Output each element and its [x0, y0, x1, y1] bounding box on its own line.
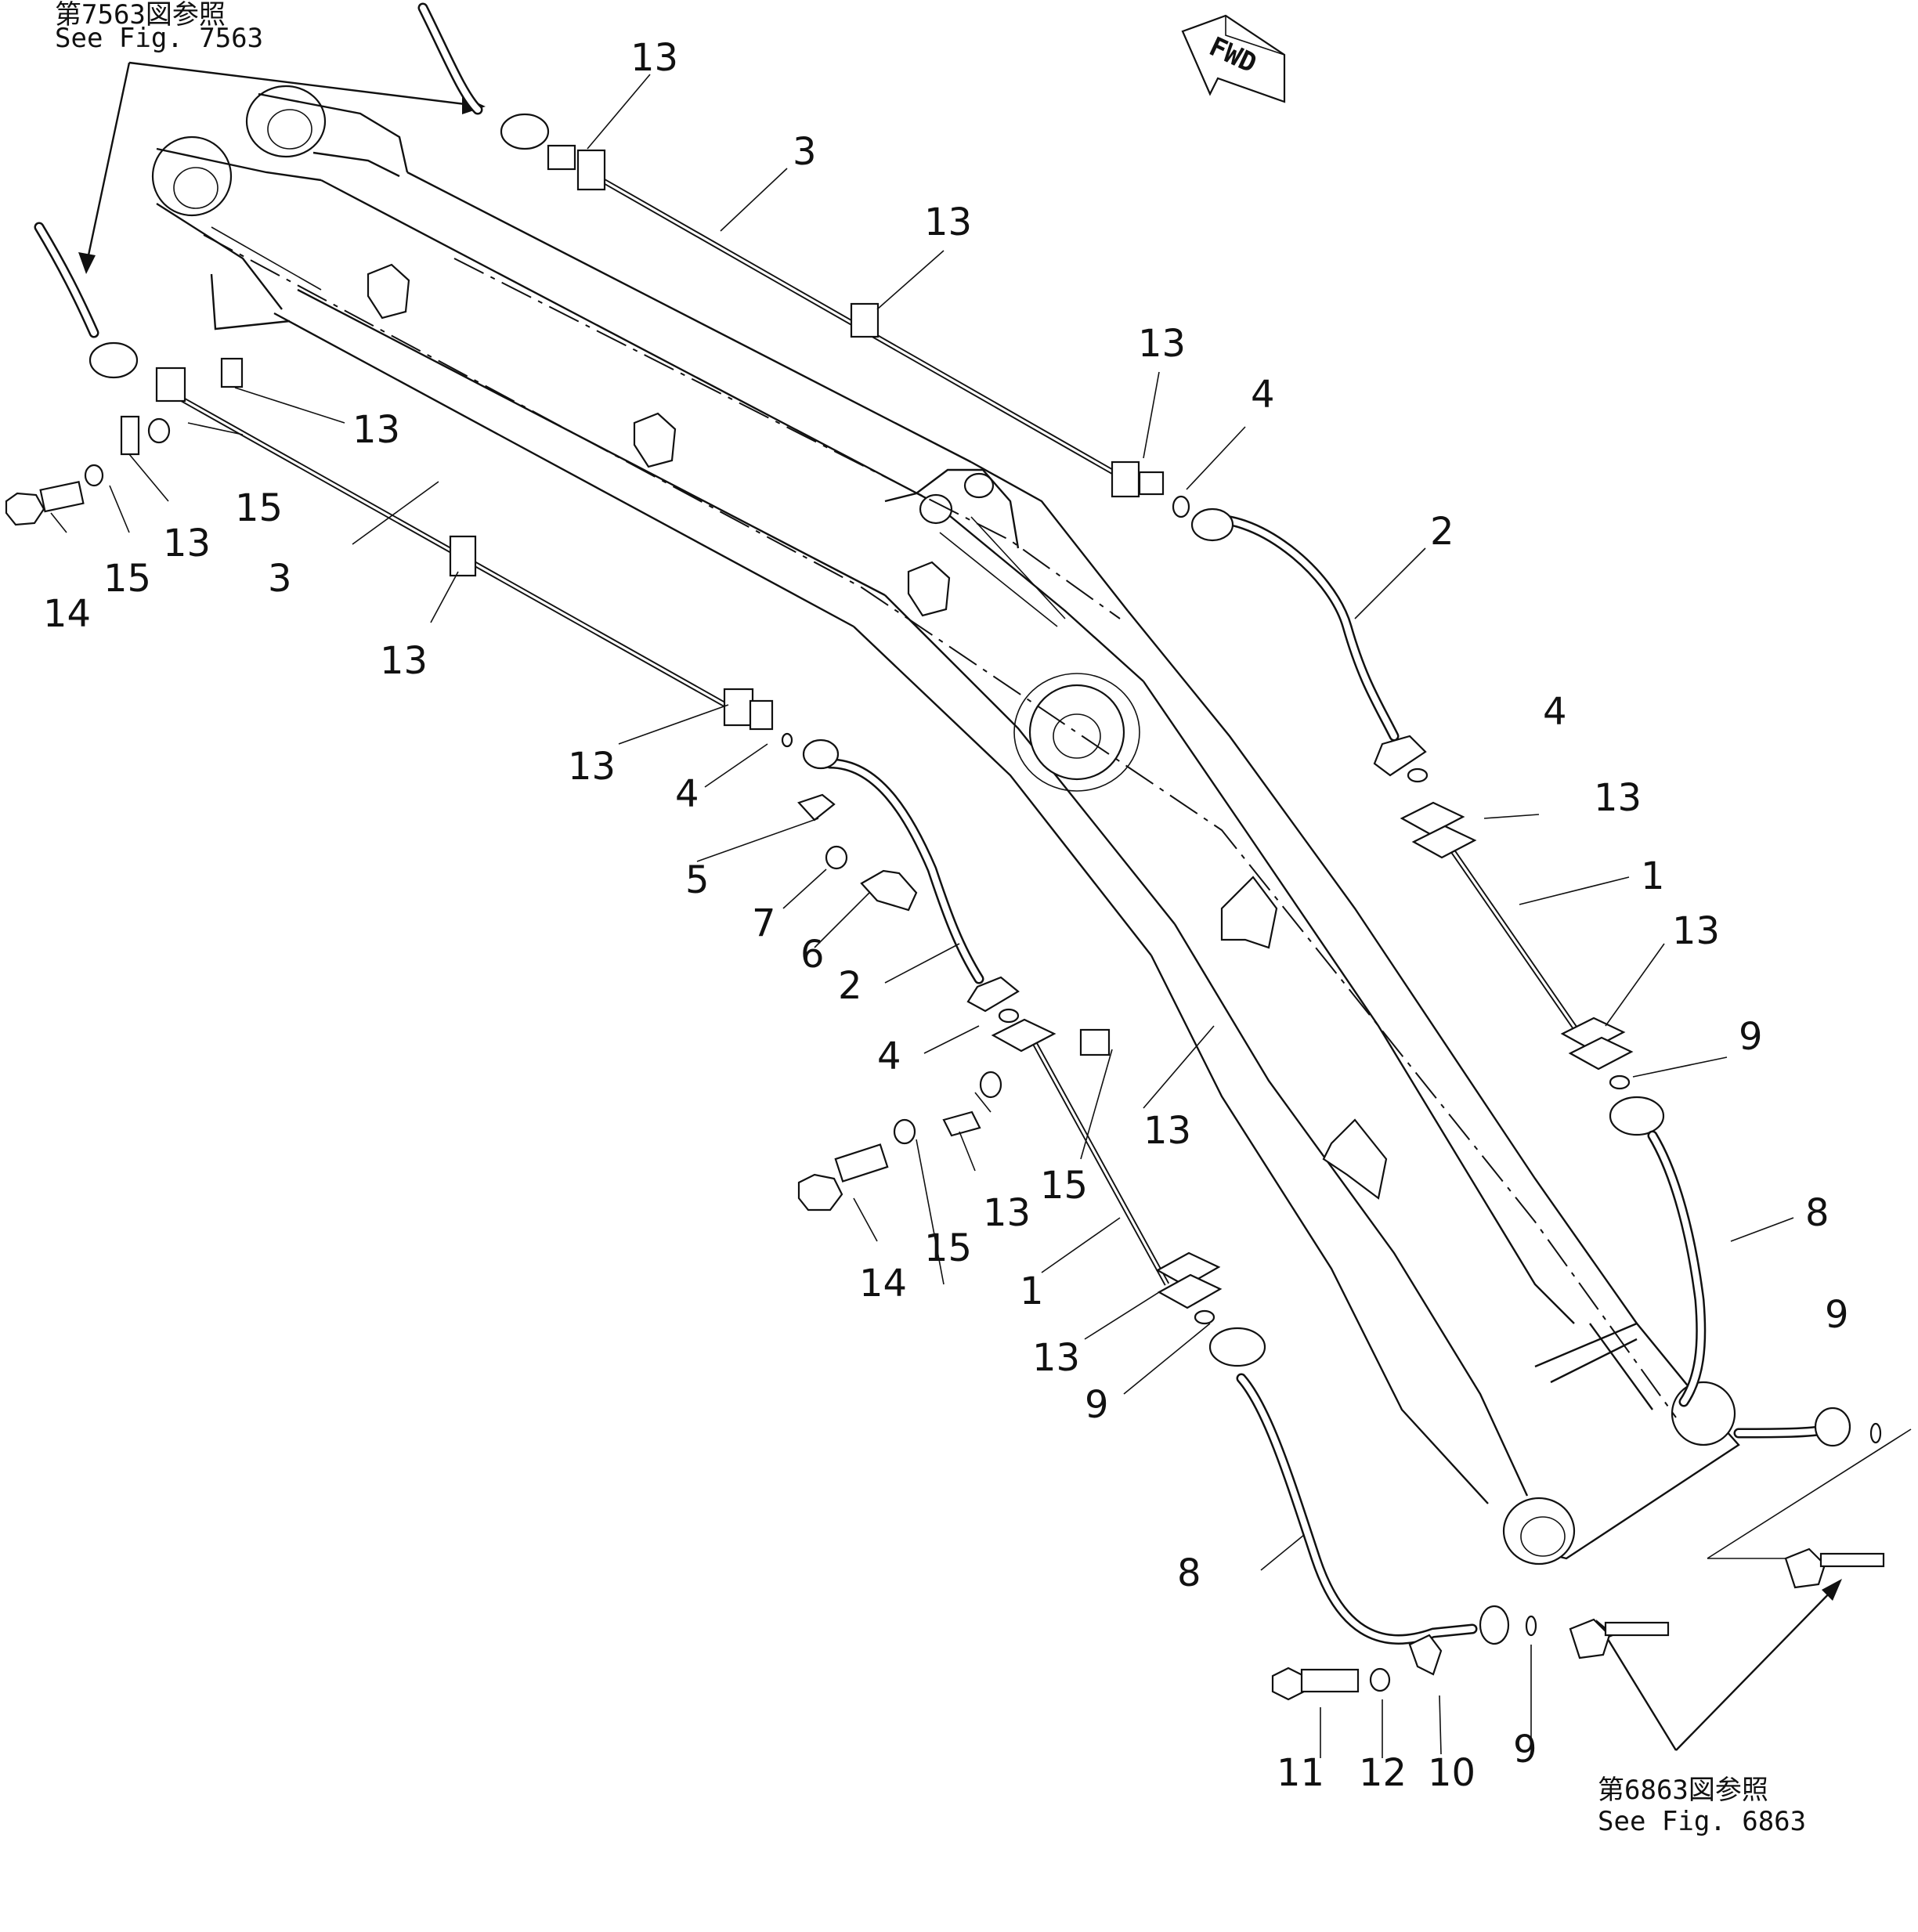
callout-12: 12 — [1359, 1751, 1407, 1795]
callout-3: 3 — [268, 557, 292, 601]
callout-15: 15 — [924, 1226, 972, 1270]
upper-hose-8 — [1609, 1096, 1882, 1447]
callout-13: 13 — [1143, 1109, 1191, 1153]
callout-11: 11 — [1277, 1751, 1324, 1795]
callout-5: 5 — [685, 858, 710, 902]
callout-9: 9 — [1513, 1728, 1537, 1771]
callout-13: 13 — [380, 639, 428, 683]
lower-pipe-1 — [893, 1008, 1223, 1325]
callout-13: 13 — [568, 745, 616, 789]
fitting-6863-parts — [1569, 1428, 1912, 1659]
callout-15: 15 — [1040, 1164, 1088, 1208]
callout-4: 4 — [1251, 373, 1275, 417]
callout-15: 15 — [235, 486, 283, 530]
callout-8: 8 — [1805, 1191, 1830, 1235]
lower-bolt-14b — [797, 1143, 889, 1212]
callout-10: 10 — [1428, 1751, 1476, 1795]
upper-pipe-3 — [547, 144, 1165, 498]
callout-14: 14 — [43, 592, 91, 636]
callout-13: 13 — [983, 1191, 1031, 1235]
reference-arrows — [78, 61, 1842, 1751]
lower-hose-8 — [1208, 1327, 1537, 1701]
fig-ref-7563-jp: 第7563図参照 — [55, 0, 226, 31]
upper-hose-2 — [1172, 495, 1427, 777]
callout-2: 2 — [838, 964, 862, 1008]
callout-13: 13 — [630, 36, 678, 80]
callout-2: 2 — [1430, 510, 1454, 554]
callout-4: 4 — [877, 1035, 901, 1078]
callout-13: 13 — [163, 522, 211, 565]
lower-bolt-14a — [5, 464, 104, 526]
upper-hose-ends — [34, 2, 550, 379]
callout-13: 13 — [1138, 322, 1186, 366]
leader-lines — [50, 74, 1794, 1758]
callout-13: 13 — [1594, 776, 1642, 820]
callout-1: 1 — [1641, 854, 1665, 898]
callout-13: 13 — [1672, 909, 1720, 953]
callout-7: 7 — [752, 901, 776, 945]
callout-6: 6 — [800, 933, 825, 977]
boom-clamp-tabs — [367, 263, 1388, 1200]
callout-8: 8 — [1177, 1551, 1201, 1595]
callout-15: 15 — [103, 557, 151, 601]
callout-3: 3 — [793, 130, 817, 174]
callout-9: 9 — [1739, 1015, 1763, 1059]
upper-pipe-1 — [1400, 767, 1634, 1090]
lower-pipe-3 — [120, 357, 774, 731]
callout-9: 9 — [1825, 1293, 1849, 1337]
fig-ref-7563-en: See Fig. 7563 — [55, 23, 263, 54]
lower-hose-2 — [781, 732, 1020, 1013]
callout-9: 9 — [1085, 1383, 1109, 1427]
fig-ref-6863-en: See Fig. 6863 — [1598, 1806, 1806, 1837]
callout-4: 4 — [675, 772, 699, 816]
callout-13: 13 — [1032, 1336, 1080, 1380]
callout-14: 14 — [859, 1262, 907, 1305]
fig-ref-6863-jp: 第6863図参照 — [1598, 1775, 1768, 1806]
callout-numbers: 13 3 13 13 4 2 13 15 13 15 14 3 13 13 4 … — [43, 36, 1849, 1795]
callout-4: 4 — [1543, 690, 1567, 734]
fwd-direction-arrow: FWD — [1181, 14, 1286, 103]
callout-1: 1 — [1020, 1269, 1044, 1313]
callout-13: 13 — [352, 408, 400, 452]
callout-13: 13 — [924, 200, 972, 244]
